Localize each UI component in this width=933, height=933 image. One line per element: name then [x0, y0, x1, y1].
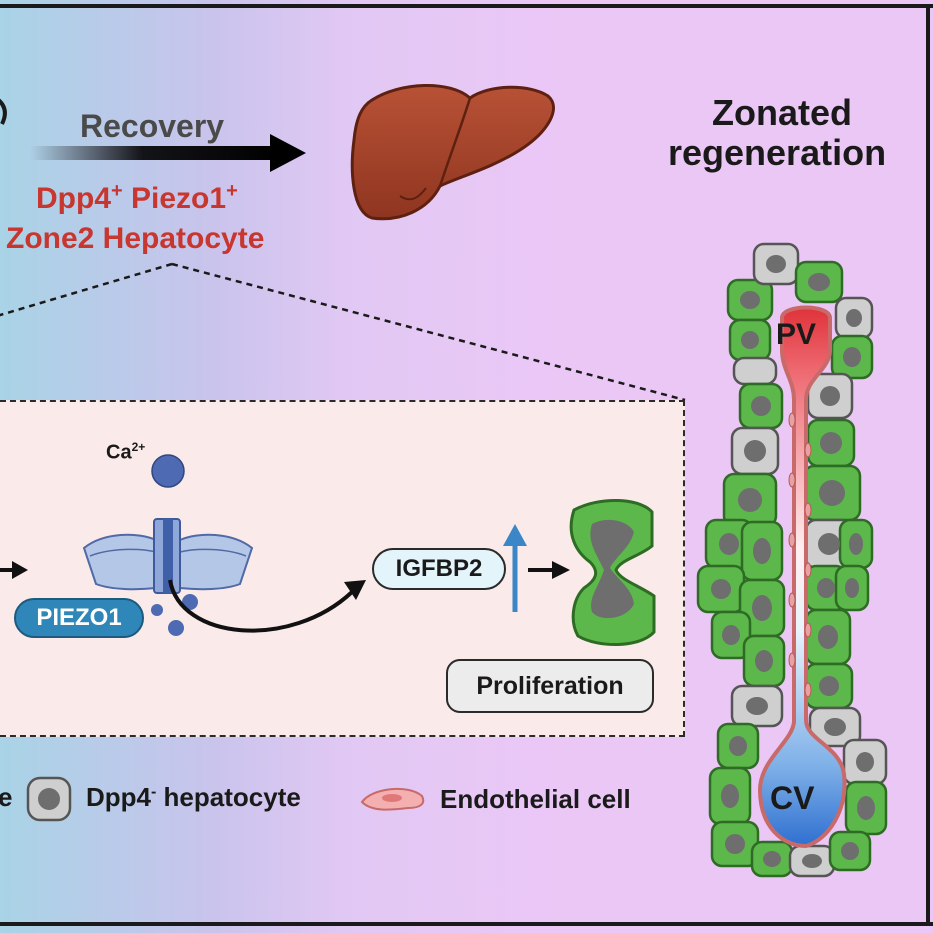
- legend-dpp4-negative: Dpp4- hepatocyte: [86, 782, 301, 813]
- signal-arrow: [168, 579, 354, 633]
- calcium-charge: 2+: [131, 440, 146, 454]
- portal-vein-label: PV: [776, 318, 817, 351]
- nuclei: [711, 255, 875, 868]
- dpp4-superscript: +: [111, 180, 123, 202]
- piezo1-superscript: +: [226, 180, 238, 202]
- incoming-arrow-head: [12, 561, 28, 579]
- dpp4-text: Dpp4: [36, 182, 111, 215]
- legend-hepatocyte-text: hepatocyte: [156, 782, 301, 812]
- upregulation-arrow-head: [503, 524, 527, 546]
- piezo1-channel-icon: [82, 518, 254, 594]
- calcium-label: Ca2+: [106, 440, 145, 465]
- zoom-line-right: [171, 262, 686, 402]
- dpp4-negative-hepatocyte-icon: [26, 776, 72, 822]
- calcium-symbol: Ca: [106, 441, 132, 464]
- endothelial-cell-icon: [360, 787, 425, 811]
- recovery-label: Recovery: [80, 108, 225, 144]
- zoom-line-left: [0, 262, 173, 317]
- recovery-arrow-head: [270, 134, 306, 172]
- vessel-lumen: [757, 305, 847, 849]
- liver-icon: [350, 83, 555, 221]
- title-line1: Zonated: [712, 92, 852, 133]
- cell-type-label-line2: Zone2 Hepatocyte: [6, 222, 265, 255]
- piezo1-text: Piezo1: [122, 182, 227, 215]
- calcium-ion-icon: [151, 454, 185, 488]
- calcium-dot: [151, 604, 163, 616]
- title-line2: regeneration: [668, 132, 887, 173]
- top-border: [0, 4, 933, 8]
- bottom-border: [0, 922, 933, 926]
- proliferation-label: Proliferation: [446, 659, 654, 713]
- legend-dpp4-superscript: -: [151, 783, 157, 801]
- piezo1-label: PIEZO1: [14, 598, 144, 638]
- calcium-dot: [168, 620, 184, 636]
- dividing-hepatocyte-icon: [569, 499, 656, 646]
- calcium-dot: [182, 594, 198, 610]
- cell-type-label: Dpp4+ Piezo1+: [36, 180, 238, 216]
- recovery-arrow-shaft: [30, 146, 280, 160]
- endothelial-lining: [788, 412, 812, 698]
- edge-fragment-icon: [0, 98, 7, 125]
- legend-dpp4-text: Dpp4: [86, 782, 151, 812]
- to-proliferation-arrow-head: [552, 561, 570, 579]
- legend-fragment: e: [0, 782, 13, 812]
- signal-arrow-head: [344, 580, 366, 600]
- central-vein-label: CV: [770, 780, 815, 816]
- legend-endothelial: Endothelial cell: [440, 784, 631, 814]
- right-border: [926, 4, 930, 926]
- igfbp2-label: IGFBP2: [372, 548, 506, 590]
